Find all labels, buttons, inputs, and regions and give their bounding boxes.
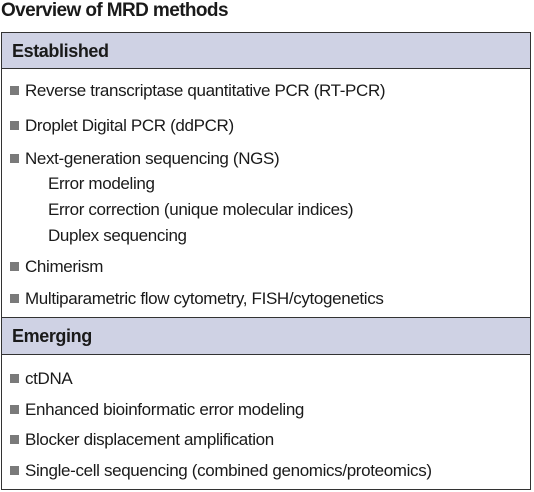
methods-table: Established Reverse transcriptase quanti… [1,32,531,490]
list-item-label: ctDNA [25,369,73,388]
list-item: ctDNA [10,368,73,390]
list-item-label: Next-generation sequencing (NGS) [25,149,280,168]
list-item-label: Reverse transcriptase quantitative PCR (… [25,81,386,100]
square-bullet-icon [10,405,19,414]
list-item-label: Blocker displacement amplification [25,430,274,449]
list-item-label: Single-cell sequencing (combined genomic… [25,461,432,480]
sub-list-item: Duplex sequencing [48,226,187,245]
square-bullet-icon [10,294,19,303]
list-item: Droplet Digital PCR (ddPCR) [10,115,234,137]
section-header-emerging: Emerging [2,317,530,355]
square-bullet-icon [10,435,19,444]
list-item-label: Multiparametric flow cytometry, FISH/cyt… [25,289,384,308]
list-item-label: Chimerism [25,257,104,276]
list-item: Enhanced bioinformatic error modeling [10,399,304,421]
list-item: Multiparametric flow cytometry, FISH/cyt… [10,288,384,310]
list-item-label: Droplet Digital PCR (ddPCR) [25,116,234,135]
list-item: Single-cell sequencing (combined genomic… [10,460,432,482]
square-bullet-icon [10,466,19,475]
list-item-label: Enhanced bioinformatic error modeling [25,400,305,419]
list-item: Chimerism [10,256,103,278]
square-bullet-icon [10,86,19,95]
list-item: Reverse transcriptase quantitative PCR (… [10,80,386,102]
square-bullet-icon [10,154,19,163]
square-bullet-icon [10,262,19,271]
page-title: Overview of MRD methods [1,0,229,21]
square-bullet-icon [10,374,19,383]
sub-list-item: Error correction (unique molecular indic… [48,200,354,219]
square-bullet-icon [10,121,19,130]
section-header-established: Established [2,33,530,69]
sub-list-item: Error modeling [48,174,155,193]
list-item: Blocker displacement amplification [10,429,274,451]
list-item: Next-generation sequencing (NGS) [10,148,280,170]
